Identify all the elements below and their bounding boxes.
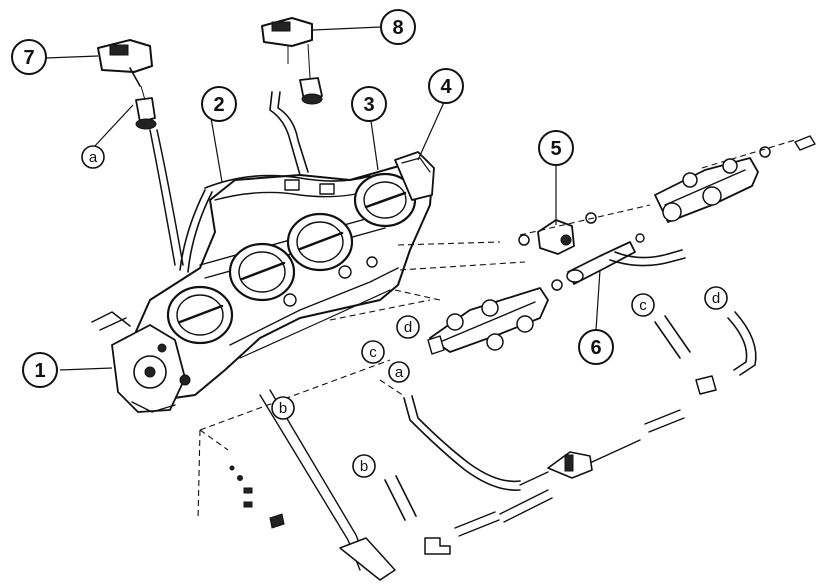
callout-8: 8 bbox=[380, 9, 416, 45]
hose-letter-d-hose: d bbox=[704, 286, 728, 310]
callout-6: 6 bbox=[578, 329, 614, 365]
svg-text:4: 4 bbox=[440, 76, 452, 98]
svg-text:8: 8 bbox=[392, 17, 403, 39]
svg-text:7: 7 bbox=[23, 47, 34, 69]
svg-text:6: 6 bbox=[590, 337, 601, 359]
hose-letter-a-top: a bbox=[81, 145, 105, 169]
svg-text:5: 5 bbox=[550, 138, 561, 160]
callout-5: 5 bbox=[538, 130, 574, 166]
callout-4: 4 bbox=[428, 68, 464, 104]
svg-text:d: d bbox=[404, 319, 412, 336]
return-hose bbox=[259, 389, 396, 581]
svg-text:3: 3 bbox=[363, 94, 374, 116]
vacuum-hose-c bbox=[654, 315, 717, 395]
svg-text:b: b bbox=[360, 458, 368, 475]
vacuum-hose-a bbox=[379, 379, 521, 491]
callout-2: 2 bbox=[201, 86, 237, 122]
pressure-regulator-6 bbox=[566, 233, 686, 285]
svg-text:b: b bbox=[279, 400, 287, 417]
hose-letter-b-body: b bbox=[271, 396, 295, 420]
svg-text:c: c bbox=[369, 344, 377, 361]
fastener-stack bbox=[197, 429, 285, 529]
leader-lines bbox=[45, 26, 601, 371]
map-sensor-7 bbox=[97, 39, 184, 266]
throttle-bore-1 bbox=[166, 285, 234, 345]
hose-letter-d-body: d bbox=[396, 315, 420, 339]
callout-3: 3 bbox=[351, 86, 387, 122]
map-sensor-8 bbox=[261, 17, 323, 176]
fuel-rail-lower bbox=[427, 279, 563, 355]
svg-text:1: 1 bbox=[34, 360, 45, 382]
throttle-bore-3 bbox=[286, 212, 354, 272]
svg-text:c: c bbox=[639, 297, 647, 314]
vacuum-hose-d bbox=[727, 311, 757, 376]
hose-letter-c-hose: c bbox=[631, 293, 655, 317]
hose-letter-b-hose: b bbox=[352, 454, 376, 478]
svg-text:a: a bbox=[395, 364, 404, 381]
fuel-rail-upper bbox=[519, 135, 816, 236]
hose-letter-c-body: c bbox=[361, 340, 385, 364]
hose-junction bbox=[454, 409, 685, 537]
throttle-position-sensor bbox=[394, 151, 435, 201]
svg-text:a: a bbox=[89, 149, 98, 166]
idle-control-linkage bbox=[91, 311, 191, 413]
vacuum-hose-b bbox=[384, 475, 451, 555]
svg-text:d: d bbox=[712, 290, 720, 307]
callout-7: 7 bbox=[11, 39, 47, 75]
svg-text:2: 2 bbox=[213, 94, 224, 116]
hose-letter-a-hose: a bbox=[388, 361, 410, 383]
callout-1: 1 bbox=[22, 352, 58, 388]
throttle-body-assembly bbox=[91, 151, 435, 413]
fuel-injector-5 bbox=[518, 212, 597, 255]
throttle-bore-2 bbox=[228, 242, 296, 302]
